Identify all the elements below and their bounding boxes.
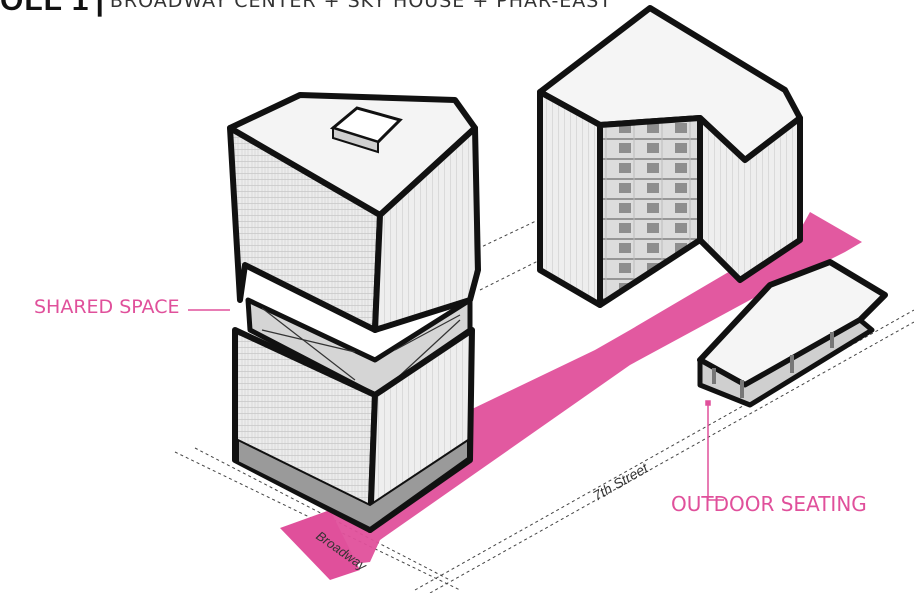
pavilion-facade (697, 317, 875, 408)
tower-upper-facade-left (227, 125, 383, 333)
broadway-center-tower (227, 92, 481, 533)
page-header: OLL 1 | BROADWAY CENTER + SKY HOUSE + PH… (0, 0, 612, 17)
sky-house-building (537, 5, 803, 308)
sky-house-facade-balconies (597, 115, 703, 308)
tower-lower-facade-right (367, 327, 475, 533)
header-number: OLL 1 (0, 0, 90, 17)
header-subtitle: BROADWAY CENTER + SKY HOUSE + PHAR-EAST (109, 0, 612, 12)
phar-east-pavilion (697, 259, 888, 408)
outdoor-seating-label: OUTDOOR SEATING (671, 492, 867, 516)
callout-lines (188, 309, 724, 501)
tower-ground-colonnade (237, 438, 469, 530)
header-divider: | (95, 0, 104, 17)
sky-house-facade-left (537, 89, 603, 308)
tower-upper-facade-right (372, 125, 481, 333)
shared-space-label: SHARED SPACE (34, 296, 180, 318)
path-arrowhead-left (280, 510, 360, 580)
sky-house-facade-right (697, 115, 803, 283)
